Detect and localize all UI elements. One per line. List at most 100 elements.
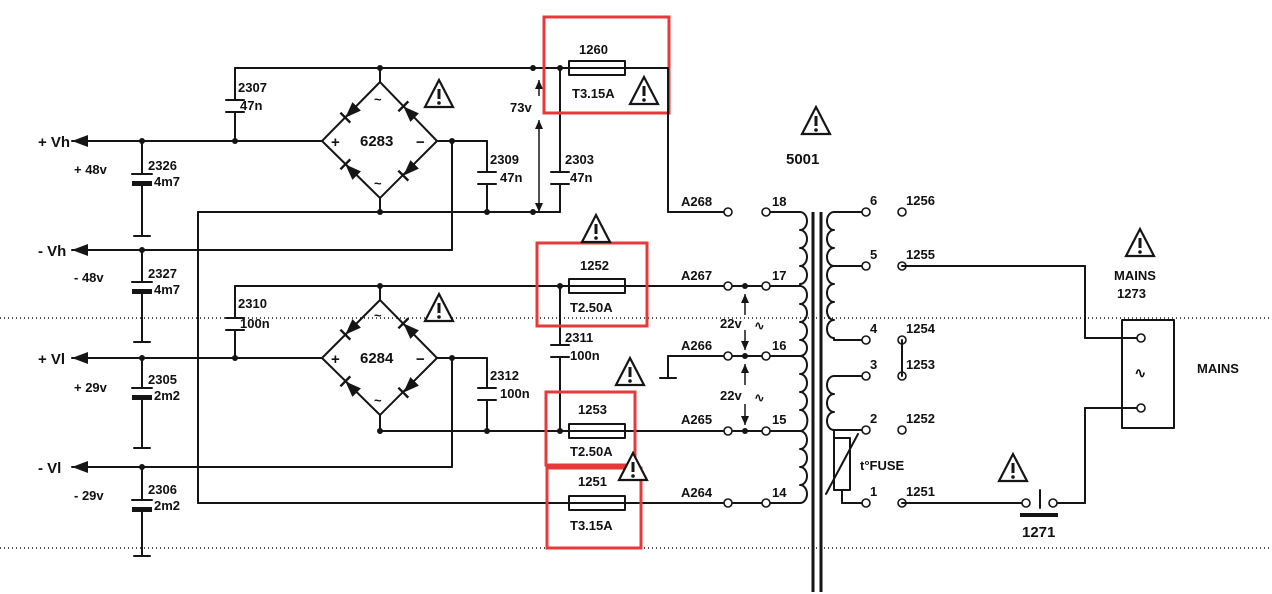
pin-1252: 1252 <box>906 411 935 426</box>
warning-icon <box>628 75 660 106</box>
capacitor-2311-ref: 2311 <box>565 330 593 345</box>
rail-vl-neg-voltage: - 29v <box>74 488 104 503</box>
voltage-measure-22v-lower: 22v ∿ <box>720 364 765 425</box>
capacitor-2312-ref: 2312 <box>490 368 519 383</box>
capacitor-2306: 2306 2m2 <box>131 466 180 557</box>
pin-1: 1 <box>870 484 877 499</box>
ac-sign: ~ <box>374 176 382 191</box>
transformer-5001: 5001 <box>786 151 835 592</box>
capacitor-2306-ref: 2306 <box>148 482 177 497</box>
capacitor-2326: 2326 4m7 <box>131 140 180 237</box>
capacitor-2327-ref: 2327 <box>148 266 177 281</box>
pin-14: 14 <box>772 485 787 500</box>
junction-dot <box>449 355 455 361</box>
capacitor-2306-value: 2m2 <box>154 498 180 513</box>
junction-dot <box>530 65 536 71</box>
bridge-rectifier-6283: 6283 + − ~ ~ <box>321 81 438 199</box>
ac-sign: ~ <box>374 308 382 323</box>
pin-15: 15 <box>772 412 786 427</box>
junction-dot <box>557 283 563 289</box>
capacitor-2310: 2310 100n <box>225 296 270 331</box>
junction-dot <box>742 353 748 359</box>
highlight-box <box>545 466 643 550</box>
fuse-1251[interactable]: 1251 T3.15A <box>545 466 643 550</box>
junction-dot <box>557 428 563 434</box>
voltage-73v: 73v <box>510 100 532 115</box>
minus-sign: − <box>416 134 425 151</box>
minus-sign: − <box>416 351 425 368</box>
capacitor-2305: 2305 2m2 <box>131 357 180 449</box>
capacitor-2305-value: 2m2 <box>154 388 180 403</box>
highlight-box <box>544 390 637 467</box>
mains-connector-1273[interactable]: ∿ MAINS 1273 <box>1114 268 1175 429</box>
mains-title: MAINS <box>1114 268 1156 283</box>
capacitor-2326-value: 4m7 <box>154 174 180 189</box>
pin-2: 2 <box>870 411 877 426</box>
junction-dot <box>484 428 490 434</box>
rail-vl-neg-label: - Vl <box>38 460 61 477</box>
capacitor-2303-value: 47n <box>570 170 592 185</box>
fuse-1252-rating: T2.50A <box>570 300 613 315</box>
pin-17: 17 <box>772 268 786 283</box>
fuse-1260[interactable]: 1260 T3.15A <box>542 15 671 115</box>
pin-a266: A266 <box>681 338 712 353</box>
rail-vh-pos-voltage: + 48v <box>74 162 108 177</box>
mains-side-label: MAINS <box>1197 361 1239 376</box>
mains-switch-1271[interactable]: 1271 <box>1020 489 1058 541</box>
junction-dot <box>742 428 748 434</box>
pin-a265: A265 <box>681 412 712 427</box>
pin-5: 5 <box>870 247 877 262</box>
warning-icon <box>800 105 832 136</box>
voltage-22v: 22v <box>720 316 742 331</box>
capacitor-2311-value: 100n <box>570 348 600 363</box>
transformer-5001-label: 5001 <box>786 151 819 168</box>
bridge-rectifier-6284: 6284 + − ~ ~ <box>321 299 438 416</box>
capacitor-2307: 2307 47n <box>225 80 267 113</box>
capacitor-2310-ref: 2310 <box>238 296 267 311</box>
capacitor-2305-ref: 2305 <box>148 372 177 387</box>
rail-vh-pos-label: + Vh <box>38 134 70 151</box>
rail-vh-pos: + Vh + 48v <box>38 134 236 177</box>
pin-16: 16 <box>772 338 786 353</box>
ac-sign: ~ <box>374 92 382 107</box>
fuse-1260-rating: T3.15A <box>572 86 615 101</box>
rail-vh-neg-label: - Vh <box>38 243 66 260</box>
junction-dot <box>139 138 145 144</box>
capacitor-2303-ref: 2303 <box>565 152 594 167</box>
fuse-1252[interactable]: 1252 T2.50A <box>535 241 649 328</box>
capacitor-2310-value: 100n <box>240 316 270 331</box>
pin-1255: 1255 <box>906 247 935 262</box>
capacitor-2309-ref: 2309 <box>490 152 519 167</box>
junction-dot <box>377 209 383 215</box>
pin-a264: A264 <box>681 485 713 500</box>
capacitor-2303: 2303 47n <box>550 152 594 185</box>
capacitor-2327-value: 4m7 <box>154 282 180 297</box>
voltage-22v: 22v <box>720 388 742 403</box>
junction-dot <box>557 65 563 71</box>
junction-dot <box>139 247 145 253</box>
fuse-1260-ref: 1260 <box>579 42 608 57</box>
pin-3: 3 <box>870 357 877 372</box>
junction-dot <box>377 65 383 71</box>
pin-6: 6 <box>870 193 877 208</box>
pin-4: 4 <box>870 321 878 336</box>
ac-sign: ~ <box>374 393 382 408</box>
rail-vl-neg: - Vl - 29v <box>38 460 453 503</box>
capacitor-2311: 2311 100n <box>550 330 600 363</box>
pin-a267: A267 <box>681 268 712 283</box>
capacitor-2312-value: 100n <box>500 386 530 401</box>
ac-sign: ∿ <box>1134 365 1147 382</box>
fuse-1253-ref: 1253 <box>578 402 607 417</box>
switch-1271-label: 1271 <box>1022 524 1055 541</box>
thermal-fuse: t°FUSE <box>825 429 905 504</box>
junction-dot <box>232 138 238 144</box>
fuse-1253[interactable]: 1253 T2.50A <box>544 390 637 467</box>
rail-vh-neg: - Vh - 48v <box>38 243 453 285</box>
voltage-measure-22v-upper: 22v ∿ <box>720 294 765 350</box>
capacitor-2307-value: 47n <box>240 98 262 113</box>
ac-sign: ∿ <box>754 318 765 333</box>
fuse-1253-rating: T2.50A <box>570 444 613 459</box>
pin-1254: 1254 <box>906 321 936 336</box>
plus-sign: + <box>331 351 340 368</box>
junction-dot <box>742 283 748 289</box>
